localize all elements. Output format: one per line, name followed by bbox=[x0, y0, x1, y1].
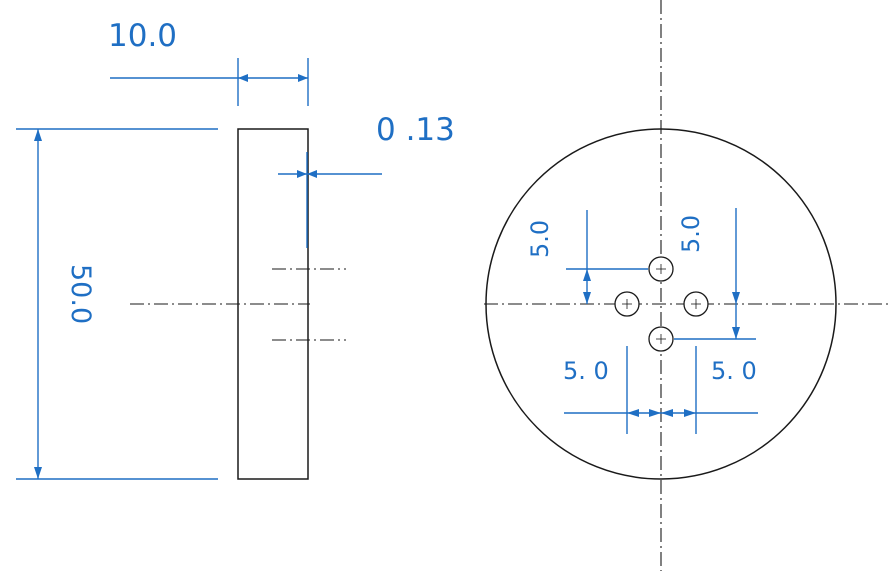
diameter-dimension: 50.0 bbox=[16, 128, 218, 480]
hole-top-vertical-label: 5.0 bbox=[526, 220, 554, 258]
diameter-arrow-bottom bbox=[34, 467, 42, 479]
hole-bottom bbox=[648, 326, 674, 352]
side-view bbox=[130, 128, 346, 480]
thickness-arrow-right bbox=[298, 74, 308, 82]
thickness-arrow-left bbox=[238, 74, 248, 82]
hole-right bbox=[683, 291, 709, 317]
thickness-dimension: 10.0 bbox=[108, 18, 309, 106]
offset-dimension: 0 .13 bbox=[278, 112, 455, 248]
hole-right-vertical-label: 5.0 bbox=[677, 215, 705, 253]
hole-top-vertical-dimension: 5.0 bbox=[526, 210, 648, 304]
hole-horizontal-dimension: 5. 0 5. 0 bbox=[563, 346, 758, 434]
front-view bbox=[484, 0, 892, 571]
hole-right-horizontal-label: 5. 0 bbox=[711, 357, 757, 385]
diameter-label: 50.0 bbox=[65, 264, 96, 324]
offset-arrow-right bbox=[307, 170, 317, 178]
hole-left bbox=[614, 291, 640, 317]
side-view-body bbox=[237, 128, 309, 480]
hole-top bbox=[648, 256, 674, 282]
offset-arrow-left bbox=[297, 170, 307, 178]
diameter-arrow-top bbox=[34, 129, 42, 141]
hole-right-vertical-dimension: 5.0 bbox=[674, 208, 756, 340]
thickness-label: 10.0 bbox=[108, 18, 177, 54]
hole-left-horizontal-label: 5. 0 bbox=[563, 357, 609, 385]
offset-label: 0 .13 bbox=[376, 112, 455, 148]
